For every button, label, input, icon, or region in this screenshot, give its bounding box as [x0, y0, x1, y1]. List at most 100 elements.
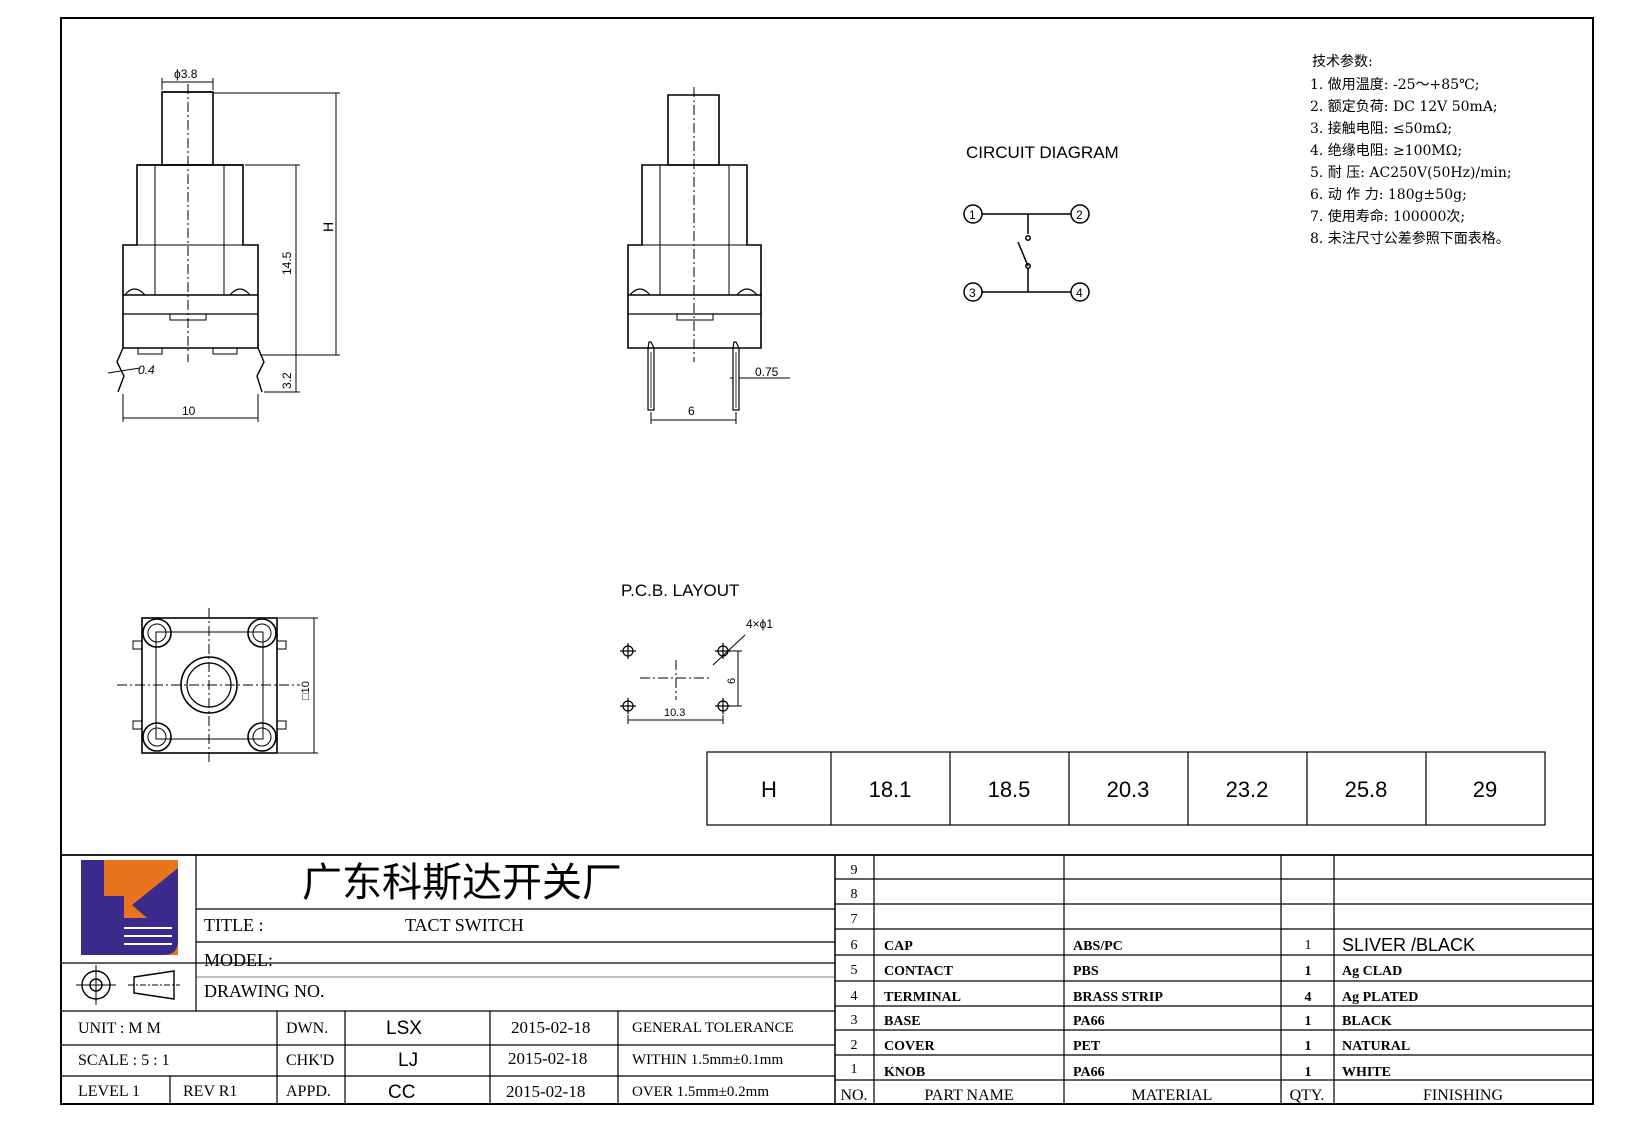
dim-body-height: 14.5	[280, 251, 294, 275]
company-logo	[81, 860, 178, 955]
spec-item: 2. 额定负荷: DC 12V 50mA;	[1310, 99, 1498, 115]
bom-part-name: CONTACT	[884, 964, 954, 979]
pcb-vertical: 6	[726, 678, 738, 684]
tolerance-general: GENERAL TOLERANCE	[632, 1020, 794, 1036]
bom-header-material: MATERIAL	[1132, 1087, 1213, 1104]
bom-row-number: 5	[851, 963, 858, 978]
bom-part-name: CAP	[884, 939, 913, 954]
bom-row-number: 7	[851, 912, 858, 927]
bom-finishing: NATURAL	[1342, 1039, 1410, 1054]
bom-qty: 1	[1305, 1039, 1312, 1054]
bom-qty: 1	[1305, 1014, 1312, 1029]
rev-field: REV R1	[183, 1083, 237, 1100]
circuit-pin-2: 2	[1076, 208, 1083, 222]
spec-item: 4. 绝缘电阻: ≥100MΩ;	[1310, 143, 1462, 159]
dim-pin-width: 0.75	[755, 365, 779, 379]
pcb-holes: 4×ϕ1	[746, 617, 773, 631]
projection-symbol-icon	[76, 965, 180, 1005]
bom-part-name: TERMINAL	[884, 990, 961, 1005]
circuit-pin-4: 4	[1076, 286, 1083, 300]
dim-pin-offset: 0.4	[138, 363, 155, 377]
dim-height-label: H	[320, 222, 336, 232]
bom-finishing: Ag PLATED	[1342, 990, 1418, 1005]
approved-name: CC	[388, 1082, 415, 1103]
height-table-cell: 25.8	[1345, 777, 1388, 802]
sheet-border	[60, 17, 1594, 1105]
dim-pin-length: 3.2	[280, 372, 294, 389]
dim-pin-spacing: 6	[688, 404, 695, 418]
bom-material: ABS/PC	[1073, 939, 1123, 954]
bom-qty: 1	[1305, 1065, 1312, 1080]
circuit-title: CIRCUIT DIAGRAM	[966, 143, 1119, 162]
bom-finishing: SLIVER /BLACK	[1342, 935, 1475, 955]
spec-item: 1. 做用温度: -25～+85℃;	[1310, 77, 1479, 93]
bom-material: PA66	[1073, 1014, 1105, 1029]
level-field: LEVEL 1	[78, 1083, 140, 1100]
drawn-name: LSX	[386, 1018, 422, 1039]
spec-heading: 技术参数:	[1312, 53, 1373, 70]
bom-finishing: WHITE	[1342, 1065, 1391, 1080]
pcb-title: P.C.B. LAYOUT	[621, 581, 739, 600]
bom-part-name: COVER	[884, 1039, 935, 1054]
bom-part-name: KNOB	[884, 1065, 925, 1080]
height-table-cell: 20.3	[1107, 777, 1150, 802]
height-table-header: H	[761, 777, 777, 802]
drawn-label: DWN.	[286, 1020, 328, 1037]
bom-material: PBS	[1073, 964, 1099, 979]
spec-item: 3. 接触电阻: ≤50mΩ;	[1310, 120, 1452, 137]
circuit-diagram	[963, 204, 1090, 302]
bom-row-number: 2	[851, 1038, 858, 1053]
title-block	[61, 854, 1593, 1104]
bom-row-number: 3	[851, 1013, 858, 1028]
pcb-horizontal: 10.3	[664, 707, 685, 719]
bom-row-number: 9	[851, 863, 858, 878]
bom-row-number: 1	[851, 1062, 858, 1077]
scale-field: SCALE : 5 : 1	[78, 1052, 170, 1069]
dim-width: 10	[182, 404, 196, 418]
spec-list: 技术参数: 1. 做用温度: -25～+85℃; 2. 额定负荷: DC 12V…	[1310, 53, 1512, 247]
model-label: MODEL:	[204, 950, 273, 970]
spec-item: 8. 未注尺寸公差参照下面表格。	[1310, 230, 1510, 247]
height-table-cell: 23.2	[1226, 777, 1269, 802]
drawn-date: 2015-02-18	[511, 1018, 590, 1037]
spec-item: 6. 动 作 力: 180g±50g;	[1310, 187, 1467, 203]
height-table-cell: 18.1	[869, 777, 912, 802]
top-view	[117, 608, 318, 762]
unit-field: UNIT : M M	[78, 1020, 161, 1037]
side-view	[627, 87, 790, 424]
height-table	[706, 751, 1546, 826]
bom-header-part: PART NAME	[924, 1087, 1013, 1104]
tolerance-within: WITHIN 1.5mm±0.1mm	[632, 1052, 783, 1068]
bom-qty: 4	[1305, 990, 1312, 1005]
height-table-cell: 18.5	[988, 777, 1031, 802]
bom-header-qty: QTY.	[1290, 1087, 1325, 1104]
dim-square-size: □10	[300, 681, 312, 700]
approved-label: APPD.	[286, 1083, 331, 1100]
company-name: 广东科斯达开关厂	[302, 860, 622, 906]
tolerance-over: OVER 1.5mm±0.2mm	[632, 1084, 769, 1100]
bom-finishing: BLACK	[1342, 1014, 1392, 1029]
checked-name: LJ	[398, 1050, 418, 1071]
bom-row-number: 6	[851, 938, 858, 953]
approved-date: 2015-02-18	[506, 1082, 585, 1101]
title-value: TACT SWITCH	[405, 915, 524, 935]
height-table-cell: 29	[1473, 777, 1497, 802]
bom-row-number: 4	[851, 989, 858, 1004]
bom-header-finishing: FINISHING	[1423, 1087, 1503, 1104]
title-label: TITLE :	[204, 915, 263, 935]
bom-header-no: NO.	[840, 1087, 867, 1104]
bom-qty: 1	[1305, 938, 1312, 953]
circuit-pin-1: 1	[969, 208, 976, 222]
circuit-pin-3: 3	[969, 286, 976, 300]
bom-material: PET	[1073, 1039, 1101, 1054]
spec-item: 7. 使用寿命: 100000次;	[1310, 208, 1465, 225]
bom-material: PA66	[1073, 1065, 1105, 1080]
bom-finishing: Ag CLAD	[1342, 964, 1402, 979]
bom-qty: 1	[1305, 964, 1312, 979]
spec-item: 5. 耐 压: AC250V(50Hz)/min;	[1310, 165, 1512, 181]
bom-material: BRASS STRIP	[1073, 990, 1163, 1005]
checked-label: CHK'D	[286, 1052, 334, 1069]
pcb-layout	[620, 634, 746, 724]
front-view	[107, 78, 340, 422]
